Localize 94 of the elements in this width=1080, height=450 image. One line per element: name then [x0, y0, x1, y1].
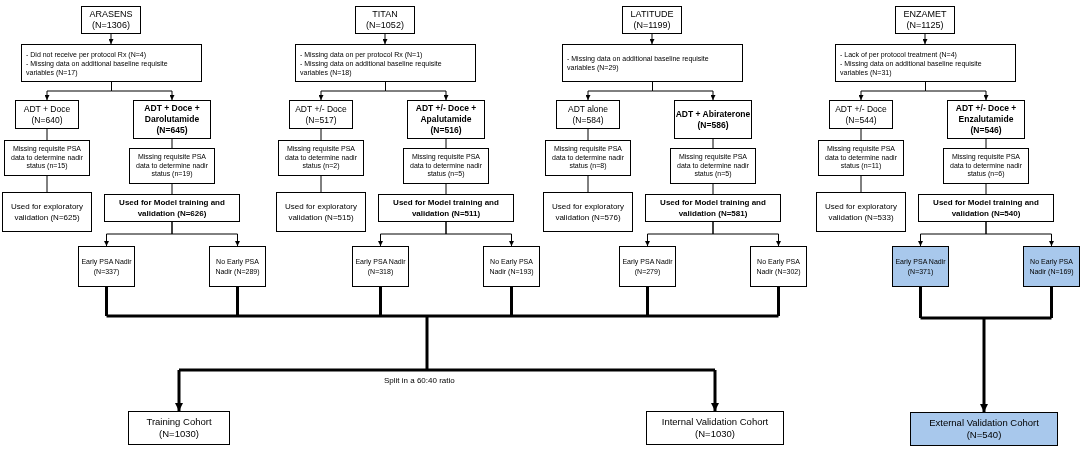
connector-line [320, 128, 322, 141]
exclusion-box [943, 148, 1029, 184]
box-label: ADT + Abiraterone (N=586) [675, 108, 751, 131]
arrow [175, 370, 183, 411]
box-label: TITAN (N=1052) [365, 9, 405, 31]
connector-line [712, 138, 714, 149]
treatment-arm-box [15, 100, 79, 129]
treatment-arm-box [829, 100, 893, 129]
treatment-arm-box [947, 100, 1025, 139]
box-label: ADT alone (N=584) [567, 103, 609, 126]
cohort-box [543, 192, 633, 232]
arrow [922, 33, 928, 45]
arrow [108, 33, 114, 45]
exclusion-box [4, 140, 90, 176]
exclusion-box [562, 44, 743, 82]
cohort-box [2, 192, 92, 232]
arrow [980, 318, 988, 412]
subgroup-box [892, 246, 949, 287]
exclusion-box [545, 140, 631, 176]
note-text: Split in a 60:40 ratio [384, 376, 455, 386]
connector-line [445, 183, 447, 195]
treatment-arm-box [674, 100, 752, 139]
subgroup-box [483, 246, 540, 287]
exclusion-box [403, 148, 489, 184]
exclusion-box [670, 148, 756, 184]
exclusion-box [21, 44, 202, 82]
connector-line [985, 138, 987, 149]
box-label: Used for Model training and validation (N=540) [932, 197, 1040, 219]
subgroup-box [78, 246, 135, 287]
box-label: External Validation Cohort (N=540) [928, 417, 1040, 441]
cohort-box [128, 411, 230, 445]
arrow [171, 221, 240, 247]
exclusion-box [295, 44, 476, 82]
subgroup-box [750, 246, 807, 287]
trial-box [895, 6, 955, 34]
arrow [712, 221, 781, 247]
treatment-arm-box [556, 100, 620, 129]
connector-line [587, 128, 589, 141]
trial-box [355, 6, 415, 34]
connector-line [860, 175, 862, 193]
arrow [382, 33, 388, 45]
box-label: Used for Model training and validation (N=511) [392, 197, 500, 219]
box-label: Used for exploratory validation (N=515) [284, 201, 358, 223]
connector-line [712, 183, 714, 195]
cohort-box [378, 194, 514, 222]
box-label: ADT +/- Doce (N=544) [834, 103, 888, 126]
arrow [985, 221, 1054, 247]
subgroup-box [619, 246, 676, 287]
connector-line [587, 175, 589, 193]
treatment-arm-box [407, 100, 485, 139]
cohort-box [816, 192, 906, 232]
box-label: Used for Model training and validation (N=581) [659, 197, 767, 219]
connector-line [171, 183, 173, 195]
arrow [711, 370, 719, 411]
exclusion-box [278, 140, 364, 176]
box-label: Used for Model training and validation (N=626) [118, 197, 226, 219]
connector-line [46, 175, 48, 193]
cohort-box [646, 411, 784, 445]
exclusion-box [818, 140, 904, 176]
box-label: ENZAMET (N=1125) [902, 9, 948, 31]
exclusion-box [129, 148, 215, 184]
cohort-box [645, 194, 781, 222]
box-label: Used for exploratory validation (N=576) [551, 201, 625, 223]
box-label: Used for exploratory validation (N=625) [10, 201, 84, 223]
box-label: ADT +/- Doce + Enzalutamide (N=546) [954, 103, 1018, 136]
treatment-arm-box [133, 100, 211, 139]
box-label: ADT +/- Doce + Apalutamide (N=516) [414, 103, 478, 136]
cohort-box [910, 412, 1058, 446]
trial-box [81, 6, 141, 34]
trial-box [622, 6, 682, 34]
connector-line [171, 138, 173, 149]
box-label: ADT + Doce (N=640) [22, 103, 72, 126]
cohort-box [104, 194, 240, 222]
box-label: Used for exploratory validation (N=533) [824, 201, 898, 223]
connector-line [445, 138, 447, 149]
box-label: Internal Validation Cohort (N=1030) [660, 416, 770, 440]
box-label: Training Cohort (N=1030) [145, 416, 213, 440]
treatment-arm-box [289, 100, 353, 129]
subgroup-box [352, 246, 409, 287]
box-label: ADT + Doce + Darolutamide (N=645) [143, 103, 201, 136]
arrow [445, 221, 514, 247]
box-label: ADT +/- Doce (N=517) [294, 103, 348, 126]
subgroup-box [1023, 246, 1080, 287]
box-label: LATITUDE (N=1199) [629, 9, 675, 31]
exclusion-box [835, 44, 1016, 82]
subgroup-box [209, 246, 266, 287]
connector-line [46, 128, 48, 141]
cohort-box [276, 192, 366, 232]
cohort-box [918, 194, 1054, 222]
connector-line [860, 128, 862, 141]
connector-line [985, 183, 987, 195]
connector-line [320, 175, 322, 193]
arrow [649, 33, 655, 45]
box-label: ARASENS (N=1306) [88, 9, 134, 31]
